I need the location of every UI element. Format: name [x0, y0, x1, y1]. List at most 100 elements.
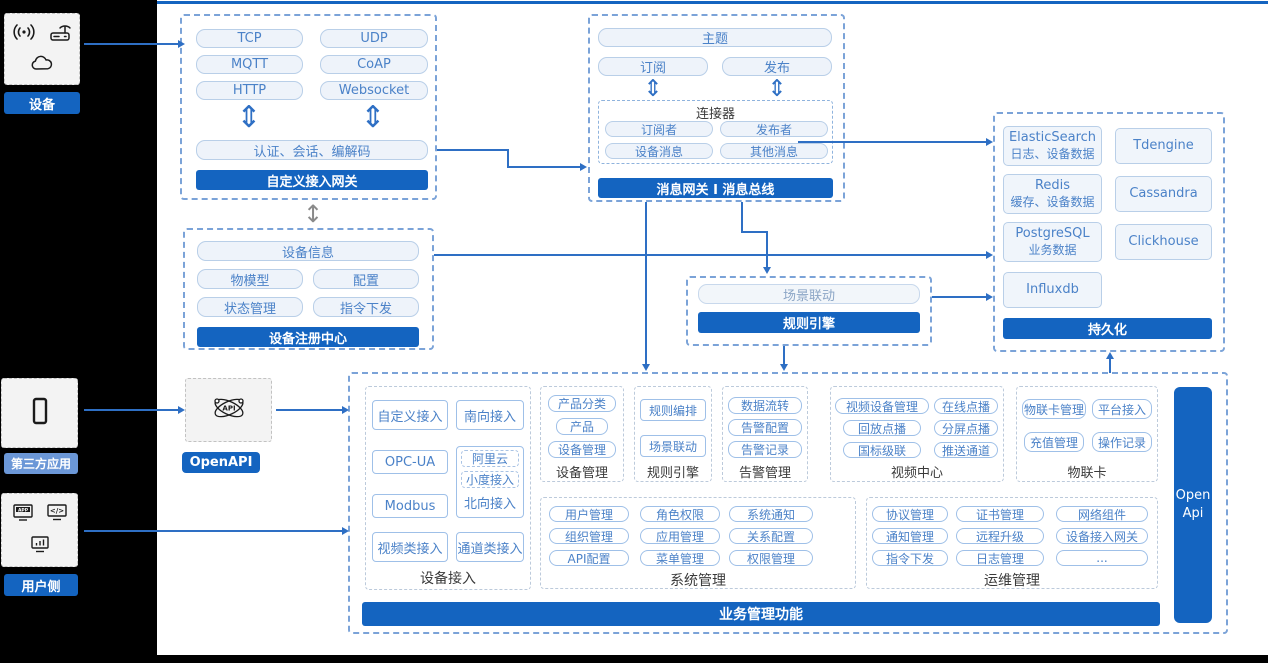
user-side-label: 用户侧	[4, 574, 78, 596]
monitor-chart-icon	[29, 535, 51, 557]
db-influxdb: Influxdb	[1003, 272, 1102, 308]
updown-arrow-icon: ⇕	[767, 76, 787, 102]
access-aliyun: 阿里云	[461, 450, 519, 467]
db-cassandra: Cassandra	[1115, 176, 1212, 212]
arrow-bus-to-rule-seg2	[741, 231, 768, 233]
sys-menu-mgmt: 菜单管理	[640, 550, 720, 566]
arrow-rule-to-influxdb	[932, 296, 986, 298]
signal-icon	[12, 22, 36, 46]
db-name: PostgreSQL	[1015, 225, 1090, 241]
access-opcua: OPC-UA	[372, 450, 448, 474]
db-name: ElasticSearch	[1008, 129, 1097, 145]
third-party-label: 第三方应用	[4, 453, 78, 474]
rule-engine-title-bar: 规则引擎	[698, 312, 920, 333]
mgmt-product-category: 产品分类	[548, 395, 616, 412]
protocol-coap: CoAP	[320, 55, 428, 74]
gateway-session-pill: 认证、会话、编解码	[196, 140, 428, 160]
openapi-icon-box: API	[185, 378, 272, 442]
arrowhead	[780, 364, 788, 371]
db-postgresql: PostgreSQL 业务数据	[1003, 222, 1102, 262]
ops-cmd-dispatch: 指令下发	[872, 550, 948, 566]
rule-orchestration: 规则编排	[640, 399, 706, 421]
updown-arrow-icon: ⇕	[643, 76, 663, 102]
ops-label: 运维管理	[984, 573, 1040, 589]
access-custom: 自定义接入	[372, 400, 448, 430]
connector-subscriber: 订阅者	[605, 121, 713, 137]
arrowhead	[178, 406, 185, 414]
ops-log-mgmt: 日志管理	[956, 550, 1044, 566]
arrow-userside-to-business	[84, 530, 342, 532]
business-title-bar: 业务管理功能	[362, 602, 1160, 626]
arrow-bus-to-business	[645, 202, 647, 365]
persistence-title-bar: 持久化	[1003, 318, 1212, 339]
svg-text:</>: </>	[49, 507, 63, 515]
access-northbound-label: 北向接入	[463, 496, 516, 512]
sys-user-mgmt: 用户管理	[549, 506, 629, 522]
arrow-thirdparty-to-openapi	[84, 409, 178, 411]
arrow-device-to-gateway	[84, 43, 178, 45]
arrow-bus-to-rule-seg1	[741, 202, 743, 233]
updown-arrow-icon: ⇕	[236, 100, 262, 135]
router-icon	[48, 22, 72, 46]
arrow-gateway-to-bus-seg1	[437, 149, 509, 151]
iot-card-label: 物联卡	[1067, 466, 1107, 481]
access-northbound-group	[456, 446, 524, 518]
device-mgmt-label: 设备管理	[555, 466, 608, 481]
registry-cmd-dispatch: 指令下发	[313, 297, 419, 317]
device-icon-box	[4, 13, 80, 85]
ops-notify-mgmt: 通知管理	[872, 528, 948, 544]
api-atom-icon: API	[209, 391, 249, 429]
connector-title: 连接器	[695, 107, 735, 122]
registry-title-bar: 设备注册中心	[197, 327, 419, 347]
scene-linkage-pill: 场景联动	[698, 284, 920, 304]
arrowhead	[986, 293, 993, 301]
publish-pill: 发布	[722, 57, 832, 76]
db-tdengine: Tdengine	[1115, 128, 1212, 164]
ops-protocol-mgmt: 协议管理	[872, 506, 948, 522]
access-video: 视频类接入	[372, 532, 448, 562]
iot-op-records: 操作记录	[1092, 432, 1152, 452]
registry-state-mgmt: 状态管理	[197, 297, 303, 317]
db-desc: 业务数据	[1028, 242, 1077, 257]
third-party-icon-box	[1, 378, 78, 448]
ops-network-comp: 网络组件	[1056, 506, 1148, 522]
registry-thing-model: 物模型	[197, 269, 303, 289]
open-api-bar-line2: Api	[1182, 506, 1204, 521]
video-online-play: 在线点播	[934, 398, 998, 414]
registry-config: 配置	[313, 269, 419, 289]
video-label: 视频中心	[890, 466, 943, 481]
mgmt-product: 产品	[556, 418, 608, 435]
access-southbound: 南向接入	[456, 400, 524, 430]
arrow-rule-to-business	[783, 346, 785, 365]
video-push-channel: 推送通道	[934, 442, 998, 458]
iot-platform-access: 平台接入	[1092, 399, 1152, 419]
device-label: 设备	[4, 92, 80, 114]
updown-arrow-icon: ⇕	[360, 100, 386, 135]
system-label: 系统管理	[670, 573, 726, 589]
arrow-connector-to-elasticsearch	[798, 141, 986, 143]
db-name: Redis	[1034, 177, 1071, 193]
ops-device-gateway: 设备接入网关	[1056, 528, 1148, 544]
arrow-gateway-to-bus-seg3	[507, 166, 580, 168]
db-desc: 缓存、设备数据	[1010, 194, 1095, 209]
alarm-records: 告警记录	[728, 441, 802, 458]
top-accent-line	[157, 1, 1268, 4]
protocol-mqtt: MQTT	[196, 55, 303, 74]
topic-pill: 主题	[598, 28, 832, 47]
connector-publisher: 发布者	[720, 121, 828, 137]
alarm-data-flow: 数据流转	[728, 397, 802, 414]
openapi-label: OpenAPI	[182, 452, 260, 473]
sys-api-config: API配置	[549, 550, 629, 566]
subscribe-pill: 订阅	[598, 57, 708, 76]
db-clickhouse: Clickhouse	[1115, 224, 1212, 260]
arrow-registry-to-postgresql	[434, 254, 986, 256]
video-splitscreen: 分屏点播	[934, 420, 998, 436]
ops-cert-mgmt: 证书管理	[956, 506, 1044, 522]
alarm-label: 告警管理	[738, 466, 791, 481]
alarm-config: 告警配置	[728, 419, 802, 436]
db-redis: Redis 缓存、设备数据	[1003, 174, 1102, 214]
sys-role-perm: 角色权限	[640, 506, 720, 522]
rule-scene-linkage: 场景联动	[640, 435, 706, 457]
sys-app-mgmt: 应用管理	[640, 528, 720, 544]
